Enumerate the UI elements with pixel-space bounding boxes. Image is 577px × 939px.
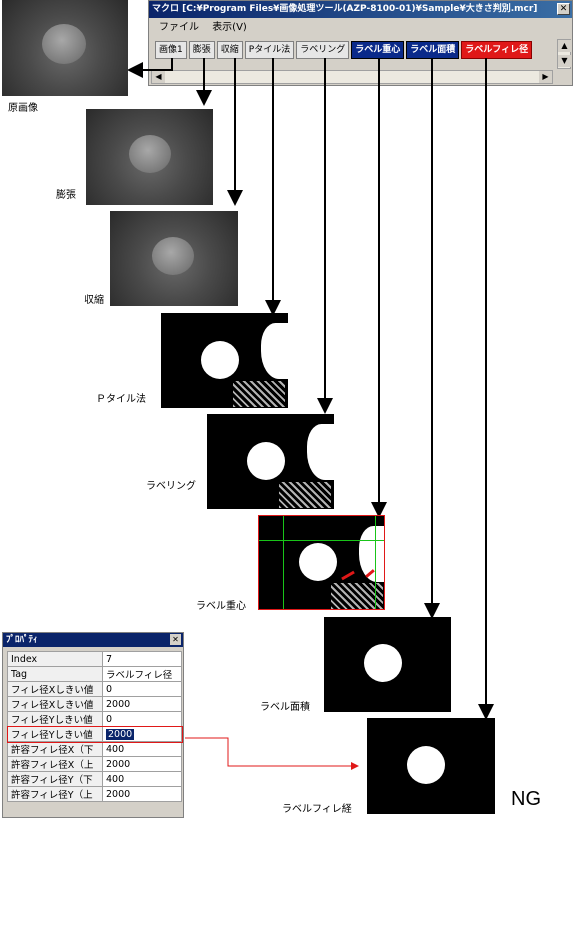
tab-ptile[interactable]: Pタイル法 bbox=[244, 41, 295, 59]
caption-original: 原画像 bbox=[8, 103, 38, 114]
dilation-image bbox=[86, 109, 213, 205]
object-blob bbox=[129, 135, 171, 173]
red-arrow-to-feret bbox=[185, 737, 359, 770]
caption-dilation: 膨張 bbox=[56, 190, 76, 201]
prop-value[interactable]: 2000 bbox=[102, 726, 182, 742]
window-title: マクロ [C:¥Program Files¥画像処理ツール(AZP-8100-0… bbox=[152, 4, 538, 14]
prop-key: フィレ径Yしきい値 bbox=[7, 726, 103, 742]
prop-value[interactable]: 400 bbox=[102, 741, 182, 757]
ptile-image bbox=[161, 313, 288, 408]
centroid-marker bbox=[341, 570, 355, 581]
property-panel-title: ﾌﾟﾛﾊﾟﾃｨ bbox=[6, 635, 38, 645]
label-centroid-image bbox=[258, 515, 385, 610]
labeling-image bbox=[207, 414, 334, 509]
object-blob bbox=[201, 341, 239, 379]
prop-value[interactable]: 2000 bbox=[102, 756, 182, 772]
prop-value[interactable]: 0 bbox=[102, 711, 182, 727]
menubar: ファイル 表示(V) bbox=[149, 19, 572, 37]
guide-line-vertical-right bbox=[375, 516, 376, 609]
caption-label-feret: ラベルフィレ経 bbox=[282, 804, 352, 815]
vertical-scrollbar[interactable]: ▲ ▼ bbox=[557, 39, 571, 69]
close-icon[interactable]: ✕ bbox=[170, 634, 181, 645]
tab-labeling[interactable]: ラベリング bbox=[296, 41, 350, 59]
prop-value[interactable]: 2000 bbox=[102, 786, 182, 802]
guide-line-vertical bbox=[283, 516, 284, 609]
prop-value[interactable]: 0 bbox=[102, 681, 182, 697]
prop-key: フィレ径Xしきい値 bbox=[7, 681, 103, 697]
close-icon[interactable]: ✕ bbox=[557, 3, 570, 15]
prop-value[interactable]: 2000 bbox=[102, 696, 182, 712]
noise-speckles bbox=[331, 583, 383, 609]
scroll-down-icon[interactable]: ▼ bbox=[558, 55, 571, 67]
caption-erosion: 収縮 bbox=[84, 295, 104, 306]
erosion-image bbox=[110, 211, 238, 306]
object-blob bbox=[247, 442, 285, 480]
tab-dilation[interactable]: 膨張 bbox=[188, 41, 215, 59]
horizontal-scrollbar[interactable]: ◀ ▶ bbox=[151, 70, 553, 84]
result-ng: NG bbox=[511, 788, 541, 810]
scroll-left-icon[interactable]: ◀ bbox=[152, 71, 165, 83]
noise-speckles bbox=[279, 482, 331, 508]
prop-value[interactable]: ラベルフィレ径 bbox=[102, 666, 182, 682]
prop-key: Index bbox=[7, 651, 103, 667]
prop-key: 許容フィレ径Y（下 bbox=[7, 771, 103, 787]
scroll-right-icon[interactable]: ▶ bbox=[539, 71, 552, 83]
scroll-up-icon[interactable]: ▲ bbox=[558, 40, 571, 52]
prop-key: フィレ径Yしきい値 bbox=[7, 711, 103, 727]
property-panel-titlebar: ﾌﾟﾛﾊﾟﾃｨ ✕ bbox=[3, 633, 183, 647]
selected-value[interactable]: 2000 bbox=[106, 728, 135, 740]
prop-key: 許容フィレ径X（上 bbox=[7, 756, 103, 772]
macro-window: マクロ [C:¥Program Files¥画像処理ツール(AZP-8100-0… bbox=[148, 0, 573, 86]
label-area-image bbox=[324, 617, 451, 712]
caption-labeling: ラベリング bbox=[146, 481, 196, 492]
prop-key: Tag bbox=[7, 666, 103, 682]
prop-value[interactable]: 7 bbox=[102, 651, 182, 667]
label-feret-image bbox=[367, 718, 495, 814]
prop-key: 許容フィレ径X（下 bbox=[7, 741, 103, 757]
tab-label-feret[interactable]: ラベルフィレ径 bbox=[461, 41, 533, 59]
caption-ptile: Ｐタイル法 bbox=[96, 394, 146, 405]
menu-view[interactable]: 表示(V) bbox=[212, 22, 247, 33]
arrow-to-original bbox=[127, 58, 173, 78]
object-blob bbox=[407, 746, 445, 784]
object-blob bbox=[152, 237, 194, 275]
edge-noise bbox=[261, 323, 288, 379]
macro-step-tabs: 画像1 膨張 収縮 Pタイル法 ラベリング ラベル重心 ラベル面積 ラベルフィレ… bbox=[155, 41, 533, 59]
prop-key: 許容フィレ径Y（上 bbox=[7, 786, 103, 802]
tab-image1[interactable]: 画像1 bbox=[155, 41, 187, 59]
original-image bbox=[2, 0, 128, 96]
macro-titlebar: マクロ [C:¥Program Files¥画像処理ツール(AZP-8100-0… bbox=[149, 1, 572, 18]
edge-noise bbox=[307, 424, 334, 480]
object-blob bbox=[42, 24, 86, 64]
object-blob bbox=[364, 644, 402, 682]
guide-line-horizontal bbox=[259, 540, 384, 541]
object-blob bbox=[299, 543, 337, 581]
prop-value[interactable]: 400 bbox=[102, 771, 182, 787]
caption-label-centroid: ラベル重心 bbox=[196, 601, 246, 612]
caption-label-area: ラベル面積 bbox=[260, 702, 310, 713]
prop-key: フィレ径Xしきい値 bbox=[7, 696, 103, 712]
tab-label-centroid[interactable]: ラベル重心 bbox=[351, 41, 405, 59]
tab-erosion[interactable]: 収縮 bbox=[216, 41, 243, 59]
noise-speckles bbox=[233, 381, 285, 407]
menu-file[interactable]: ファイル bbox=[159, 22, 199, 33]
